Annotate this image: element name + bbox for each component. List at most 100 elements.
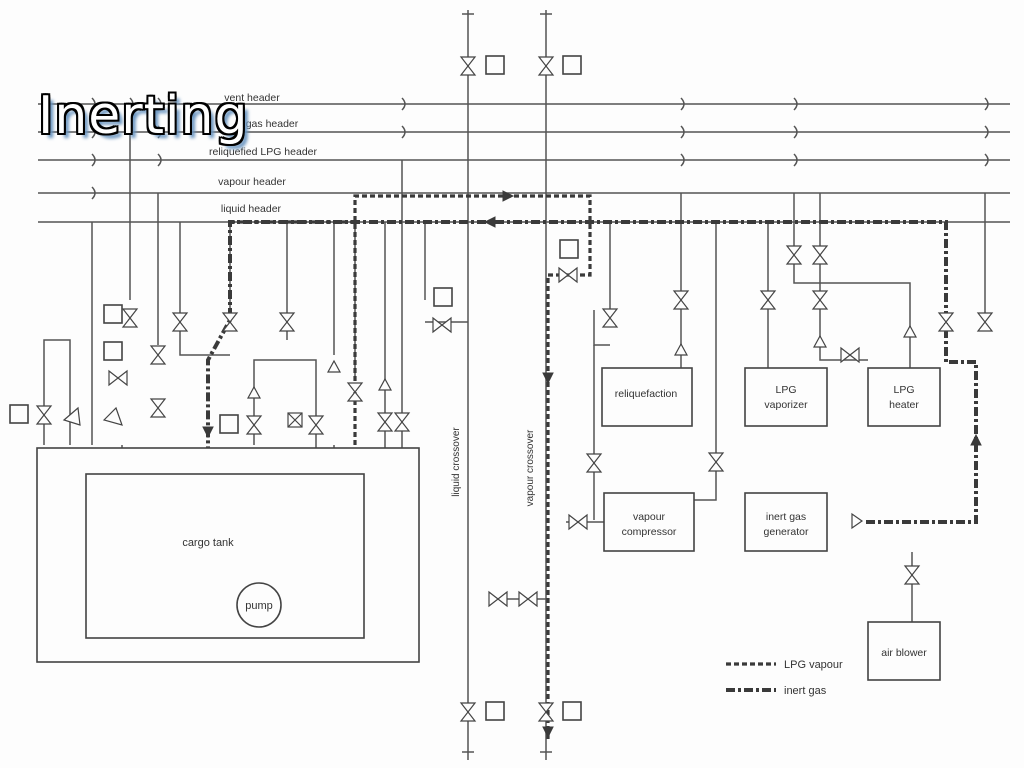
check-valve [326, 359, 342, 373]
flow-arrow [502, 190, 515, 202]
hop-over [793, 153, 798, 167]
relief-valve [102, 406, 123, 426]
inert-gas-generator-label-1: inert gas [766, 511, 806, 523]
hop-over [793, 97, 798, 111]
relief-valve [62, 406, 81, 426]
lpg-heater-box [867, 367, 941, 427]
valve [811, 245, 829, 265]
flow-paths [202, 190, 982, 740]
flow-arrow [483, 216, 496, 228]
valve [759, 290, 777, 310]
valve [459, 56, 477, 76]
reliquefaction-label: reliquefaction [615, 388, 678, 400]
actuator-box [103, 341, 123, 361]
valve [785, 245, 803, 265]
vapour-compressor-box [603, 492, 695, 552]
valve [488, 590, 508, 608]
valve [537, 56, 555, 76]
lpg-vaporizer-box [744, 367, 828, 427]
cargo-tank-label: cargo tank [182, 537, 234, 549]
vapour-header-label: vapour header [218, 176, 286, 188]
legend-inert-gas-label: inert gas [784, 685, 827, 697]
pipe [819, 260, 868, 361]
pipe [253, 359, 317, 445]
hop-over [401, 125, 406, 139]
valve [171, 312, 189, 332]
valve [393, 412, 411, 432]
valve [903, 565, 921, 585]
hop-over [984, 97, 989, 111]
reliquefied-header-label: reliquefied LPG header [209, 146, 317, 158]
lpg-vapour-flow-path [353, 194, 592, 740]
valve [35, 405, 53, 425]
hop-over [129, 97, 134, 111]
hop-over [157, 97, 162, 111]
hop-over [157, 125, 162, 139]
check-valve [377, 377, 393, 391]
flow-arrow [542, 726, 554, 739]
valve [376, 412, 394, 432]
valve [937, 312, 955, 332]
valve [840, 346, 860, 364]
flow-arrow [202, 426, 214, 439]
hop-over [680, 153, 685, 167]
actuator-box [219, 414, 239, 434]
pipe [692, 455, 717, 501]
valve [707, 452, 725, 472]
check-valve [673, 342, 689, 356]
actuator-box [485, 55, 505, 75]
lpg-heater-label-2: heater [889, 399, 919, 411]
check-valve [902, 324, 918, 338]
check-valve [812, 334, 828, 348]
valve [601, 308, 619, 328]
hop-over [984, 153, 989, 167]
hop-over [984, 125, 989, 139]
valve [672, 290, 690, 310]
valve [459, 702, 477, 722]
valve [108, 369, 128, 387]
hop-over [680, 97, 685, 111]
liquid-crossover-label: liquid crossover [451, 427, 462, 497]
valve [221, 312, 239, 332]
lpg-vaporizer-label-2: vaporizer [764, 399, 808, 411]
valve [278, 312, 296, 332]
hop-over [401, 97, 406, 111]
pump-symbol [236, 582, 282, 628]
inert-gas-generator-box [744, 492, 828, 552]
reliquefaction-box [601, 367, 693, 427]
inert-gas-flow-path [206, 220, 978, 524]
lpg-heater-label-1: LPG [893, 384, 914, 396]
check-valve [851, 512, 864, 530]
pump-label: pump [245, 600, 273, 612]
slide-title: Inerting [38, 86, 249, 146]
valve [537, 702, 555, 722]
valve [346, 382, 364, 402]
actuator-box [433, 287, 453, 307]
hop-over [91, 186, 96, 200]
hop-over [680, 125, 685, 139]
valve [976, 312, 994, 332]
valve [568, 513, 588, 531]
legend-lpg-vapour-label: LPG vapour [784, 659, 843, 671]
vapour-compressor-label-2: compressor [622, 526, 677, 538]
valve [518, 590, 538, 608]
flow-arrow [542, 372, 554, 385]
hop-over [91, 153, 96, 167]
air-blower-label: air blower [881, 647, 927, 659]
vapour-compressor-label-1: vapour [633, 511, 666, 523]
equipment-boxes [9, 55, 941, 721]
actuator-box [562, 701, 582, 721]
labels: vent header gas header reliquefied LPG h… [182, 92, 927, 697]
valve [121, 308, 139, 328]
vapour-crossover-label: vapour crossover [525, 429, 536, 506]
hop-over [793, 125, 798, 139]
valve [811, 290, 829, 310]
actuator-box [9, 404, 29, 424]
actuator-box [485, 701, 505, 721]
actuator-box [559, 239, 579, 259]
valve [558, 266, 578, 284]
hop-over [157, 153, 162, 167]
valve-box-cross [287, 412, 303, 428]
